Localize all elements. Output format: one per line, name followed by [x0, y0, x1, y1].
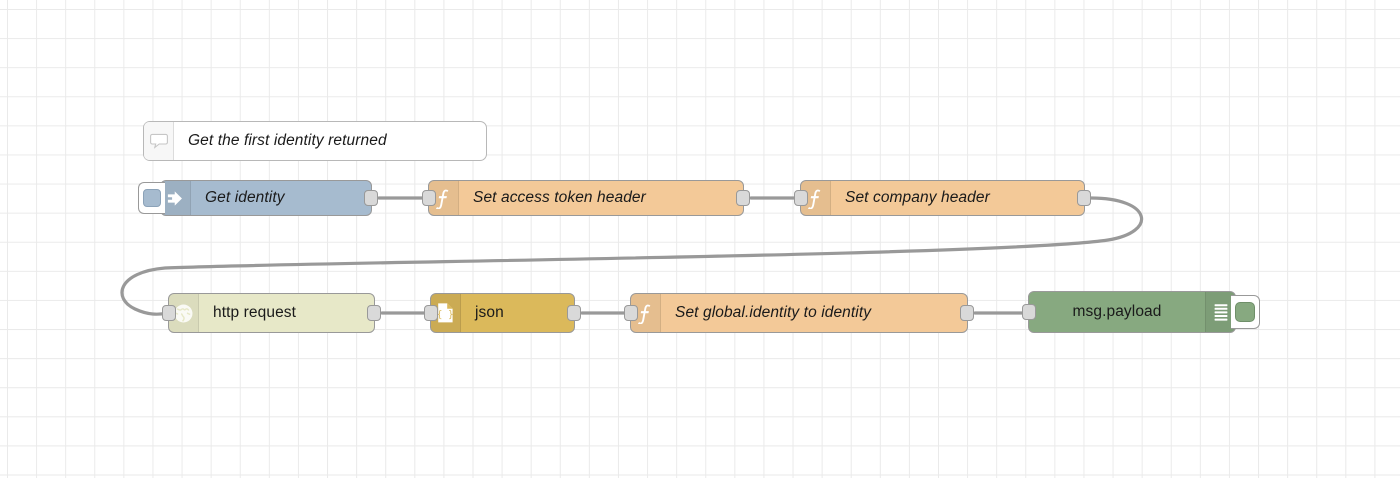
- inject-node-label: Get identity: [205, 189, 285, 206]
- output-port[interactable]: [567, 305, 581, 321]
- input-port[interactable]: [794, 190, 808, 206]
- node-inject-get-identity[interactable]: Get identity: [138, 180, 378, 216]
- function-node-label: Set company header: [845, 189, 990, 206]
- arrow-right-icon: [161, 181, 191, 215]
- inject-trigger-button[interactable]: [138, 182, 165, 214]
- debug-toggle-button[interactable]: [1231, 295, 1260, 329]
- json-node-label: json: [475, 304, 504, 321]
- input-port[interactable]: [424, 305, 438, 321]
- input-port[interactable]: [422, 190, 436, 206]
- output-port[interactable]: [367, 305, 381, 321]
- speech-bubble-icon: [144, 122, 174, 160]
- output-port[interactable]: [736, 190, 750, 206]
- node-function-set-access-token-header[interactable]: Set access token header: [422, 180, 750, 216]
- function-node-label: Set global.identity to identity: [675, 304, 872, 321]
- node-json[interactable]: { } json: [424, 293, 581, 333]
- output-port[interactable]: [960, 305, 974, 321]
- node-debug-msg-payload[interactable]: msg.payload: [1022, 291, 1260, 333]
- function-node-label: Set access token header: [473, 189, 646, 206]
- input-port[interactable]: [1022, 304, 1036, 320]
- svg-text:{ }: { }: [437, 309, 454, 320]
- debug-lines-icon: [1205, 292, 1235, 332]
- output-port[interactable]: [364, 190, 378, 206]
- output-port[interactable]: [1077, 190, 1091, 206]
- comment-label: Get the first identity returned: [188, 132, 387, 149]
- input-port[interactable]: [624, 305, 638, 321]
- node-function-set-company-header[interactable]: Set company header: [794, 180, 1091, 216]
- debug-button-glyph: [1235, 302, 1255, 322]
- input-port[interactable]: [162, 305, 176, 321]
- http-request-node-label: http request: [213, 304, 297, 321]
- node-http-request[interactable]: http request: [162, 293, 381, 333]
- inject-button-glyph: [143, 189, 161, 207]
- node-comment-get-first-identity[interactable]: Get the first identity returned: [143, 121, 487, 161]
- debug-node-label: msg.payload: [1072, 303, 1162, 320]
- node-function-set-global-identity[interactable]: Set global.identity to identity: [624, 293, 974, 333]
